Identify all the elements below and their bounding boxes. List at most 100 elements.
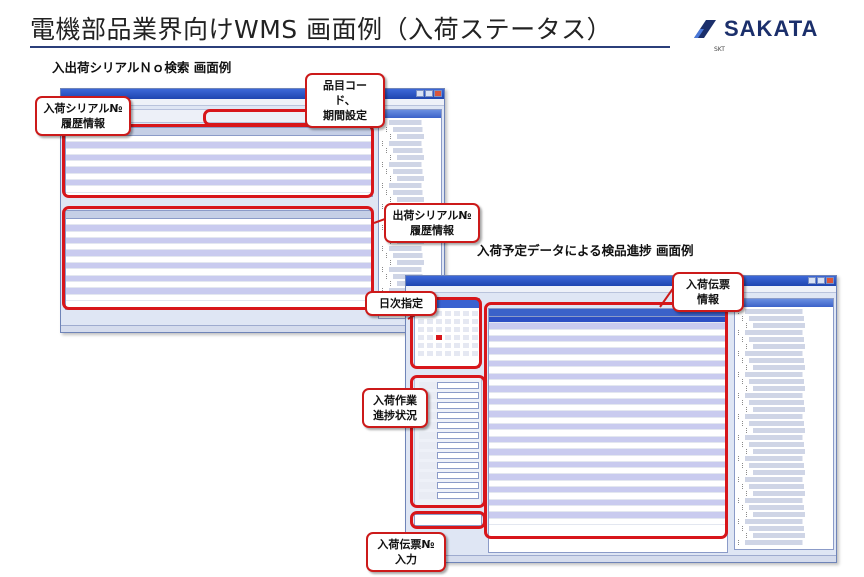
calendar-day[interactable] <box>445 343 451 348</box>
maximize-icon[interactable] <box>817 277 825 284</box>
table-row[interactable] <box>489 506 727 513</box>
calendar-day[interactable] <box>427 335 433 340</box>
calendar-day[interactable] <box>472 343 478 348</box>
calendar-day[interactable] <box>472 311 478 316</box>
tree-item[interactable] <box>390 260 438 265</box>
tree-item[interactable] <box>390 176 438 181</box>
tree-item[interactable] <box>382 246 438 251</box>
table-row[interactable] <box>489 380 727 387</box>
calendar-day[interactable] <box>427 343 433 348</box>
table-row[interactable] <box>489 456 727 462</box>
calendar-day[interactable] <box>445 351 451 356</box>
tree-item[interactable] <box>386 253 438 258</box>
calendar-day[interactable] <box>472 335 478 340</box>
calendar-day[interactable] <box>427 327 433 332</box>
table-row[interactable] <box>489 499 727 506</box>
table-row[interactable] <box>489 461 727 469</box>
tree-item[interactable] <box>738 456 830 461</box>
calendar-day[interactable] <box>463 343 469 348</box>
table-row[interactable] <box>66 154 372 162</box>
calendar-day[interactable] <box>436 351 442 356</box>
calendar-day[interactable] <box>454 343 460 348</box>
tree-item[interactable] <box>746 512 830 517</box>
calendar-day[interactable] <box>436 319 442 324</box>
tree-item[interactable] <box>382 141 438 146</box>
tree-item[interactable] <box>742 421 830 426</box>
tree-item[interactable] <box>742 505 830 510</box>
calendar-day[interactable] <box>436 327 442 332</box>
calendar-day[interactable] <box>454 335 460 340</box>
table-row[interactable] <box>489 424 727 431</box>
table-row[interactable] <box>489 487 727 494</box>
tree-item[interactable] <box>738 477 830 482</box>
table-row[interactable] <box>66 282 372 289</box>
calendar-day[interactable] <box>445 327 451 332</box>
calendar-day[interactable] <box>418 319 424 324</box>
table-row[interactable] <box>489 474 727 481</box>
maximize-icon[interactable] <box>425 90 433 97</box>
table-row[interactable] <box>489 449 727 456</box>
tree-item[interactable] <box>746 428 830 433</box>
tree-item[interactable] <box>382 120 438 125</box>
tree-item[interactable] <box>738 435 830 440</box>
slip-number-input[interactable] <box>414 514 482 526</box>
tree-item[interactable] <box>742 442 830 447</box>
table-row[interactable] <box>66 295 372 301</box>
tree-item[interactable] <box>738 351 830 356</box>
table-row[interactable] <box>489 355 727 362</box>
calendar-day[interactable] <box>463 351 469 356</box>
tree-item[interactable] <box>746 365 830 370</box>
tree-item[interactable] <box>742 526 830 531</box>
calendar-day[interactable] <box>472 351 478 356</box>
calendar-day[interactable] <box>445 311 451 316</box>
table-row[interactable] <box>66 167 372 174</box>
table-row[interactable] <box>489 348 727 355</box>
table-row[interactable] <box>489 323 727 330</box>
table-row[interactable] <box>489 418 727 425</box>
table-row[interactable] <box>489 367 727 374</box>
tree-item[interactable] <box>738 309 830 314</box>
tree-item[interactable] <box>746 344 830 349</box>
table-row[interactable] <box>489 373 727 380</box>
tree-item[interactable] <box>738 393 830 398</box>
calendar-day[interactable] <box>463 327 469 332</box>
tree-item[interactable] <box>746 407 830 412</box>
tree-item[interactable] <box>386 190 438 195</box>
tree-item[interactable] <box>742 358 830 363</box>
table-row[interactable] <box>66 186 372 193</box>
table-row[interactable] <box>66 244 372 251</box>
table-row[interactable] <box>66 269 372 276</box>
tree-item[interactable] <box>746 323 830 328</box>
tree-item[interactable] <box>386 169 438 174</box>
tree-item[interactable] <box>390 134 438 139</box>
tree-item[interactable] <box>738 498 830 503</box>
tree-item[interactable] <box>382 183 438 188</box>
table-row[interactable] <box>66 237 372 245</box>
tree-item[interactable] <box>738 519 830 524</box>
table-row[interactable] <box>489 386 727 393</box>
table-row[interactable] <box>489 330 727 336</box>
table-row[interactable] <box>489 493 727 500</box>
table-row[interactable] <box>489 468 727 475</box>
table-row[interactable] <box>489 411 727 418</box>
tree-item[interactable] <box>742 316 830 321</box>
calendar-day[interactable] <box>427 319 433 324</box>
tree-item[interactable] <box>746 449 830 454</box>
calendar-widget[interactable] <box>414 298 480 368</box>
table-row[interactable] <box>66 263 372 270</box>
table-row[interactable] <box>66 149 372 155</box>
minimize-icon[interactable] <box>808 277 816 284</box>
table-row[interactable] <box>489 481 727 488</box>
table-row[interactable] <box>66 250 372 257</box>
table-row[interactable] <box>489 436 727 443</box>
calendar-day[interactable] <box>418 351 424 356</box>
calendar-day[interactable] <box>427 351 433 356</box>
tree-item[interactable] <box>382 162 438 167</box>
tree-item[interactable] <box>390 197 438 202</box>
calendar-day[interactable] <box>445 335 451 340</box>
calendar-day[interactable] <box>454 351 460 356</box>
tree-item[interactable] <box>742 379 830 384</box>
table-row[interactable] <box>66 275 372 282</box>
table-row[interactable] <box>66 142 372 149</box>
calendar-day[interactable] <box>436 343 442 348</box>
